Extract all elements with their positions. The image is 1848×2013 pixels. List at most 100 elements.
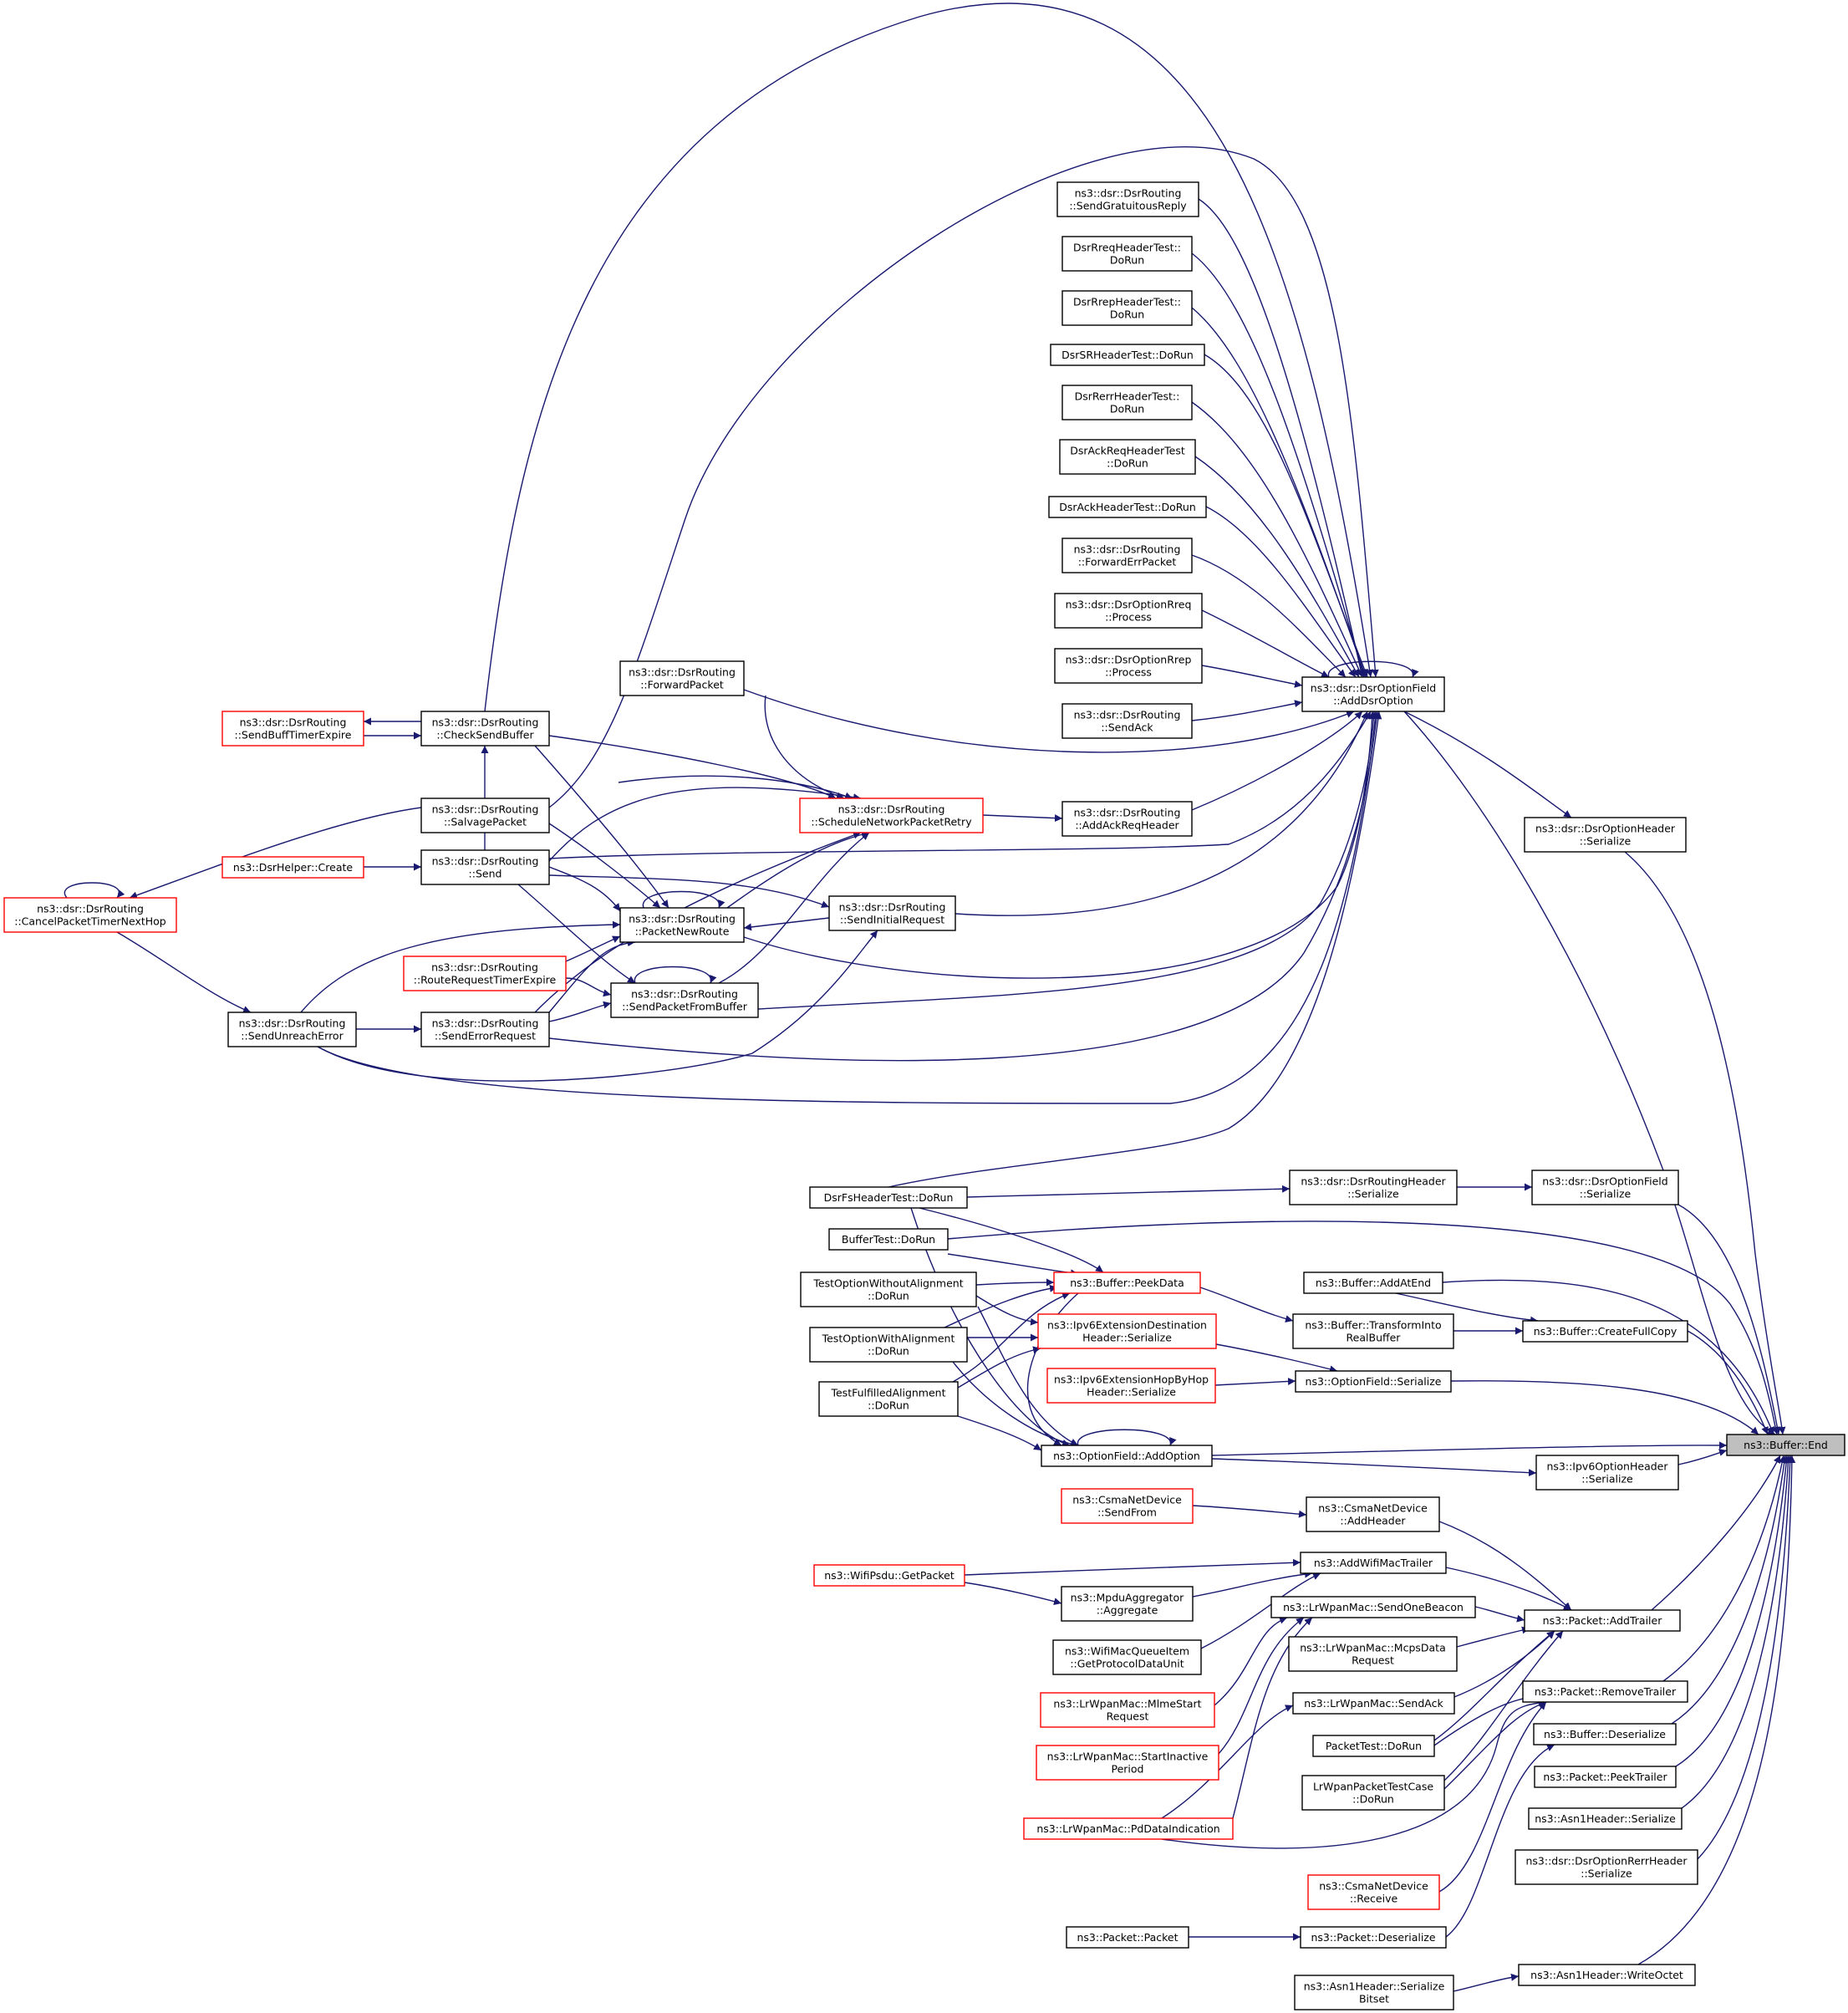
node-optHeaderSerialize[interactable]: ns3::dsr::DsrOptionHeader::Serialize — [1524, 817, 1687, 853]
node-testFulfilled[interactable]: TestFulfilledAlignment::DoRun — [818, 1381, 959, 1417]
node-dsrFsTest[interactable]: DsrFsHeaderTest::DoRun — [809, 1186, 968, 1209]
node-routingHeaderSerialize[interactable]: ns3::dsr::DsrRoutingHeader::Serialize — [1289, 1170, 1458, 1205]
node-routeReqTimer[interactable]: ns3::dsr::DsrRouting::RouteRequestTimerE… — [403, 956, 567, 991]
node-dsrSend[interactable]: ns3::dsr::DsrRouting::Send — [420, 849, 550, 885]
node-sendInitialReq[interactable]: ns3::dsr::DsrRouting::SendInitialRequest — [828, 895, 956, 931]
node-sendGratuitous[interactable]: ns3::dsr::DsrRouting::SendGratuitousRepl… — [1056, 181, 1199, 217]
edge-dsrSRTest-to-addDsrOption — [1204, 354, 1368, 678]
node-salvagePacket[interactable]: ns3::dsr::DsrRouting::SalvagePacket — [420, 798, 550, 833]
node-wifiPsduGetPacket[interactable]: ns3::WifiPsdu::GetPacket — [813, 1564, 965, 1587]
node-asn1WriteOctet[interactable]: ns3::Asn1Header::WriteOctet — [1518, 1964, 1696, 1986]
node-label: ns3::Buffer::AddAtEnd — [1316, 1277, 1431, 1289]
node-sendPktFromBuffer[interactable]: ns3::dsr::DsrRouting::SendPacketFromBuff… — [610, 982, 759, 1018]
node-bufferDeserialize[interactable]: ns3::Buffer::Deserialize — [1533, 1723, 1677, 1745]
node-box — [1294, 1975, 1454, 2010]
node-checkSendBuffer[interactable]: ns3::dsr::DsrRouting::CheckSendBuffer — [420, 711, 550, 747]
node-dsrSRTest[interactable]: DsrSRHeaderTest::DoRun — [1050, 344, 1205, 366]
node-ipv6HopSerialize[interactable]: ns3::Ipv6ExtensionHopByHopHeader::Serial… — [1046, 1368, 1216, 1404]
node-sendAck[interactable]: ns3::dsr::DsrRouting::SendAck — [1061, 703, 1193, 739]
node-addAtEnd[interactable]: ns3::Buffer::AddAtEnd — [1303, 1272, 1443, 1294]
edge-asn1Serialize-to-end — [1681, 1455, 1792, 1809]
edge-dsrAckTest-to-addDsrOption — [1205, 506, 1357, 678]
node-wifiMacQueueItem[interactable]: ns3::WifiMacQueueItem::GetProtocolDataUn… — [1052, 1639, 1202, 1675]
node-label: ::AddHeader — [1340, 1515, 1406, 1527]
edge-lrPdDataIndication-to-packetRemoveTrailer — [1161, 1699, 1547, 1849]
node-label: ::RouteRequestTimerExpire — [414, 974, 557, 986]
node-label: Header::Serialize — [1082, 1332, 1172, 1344]
node-optionFieldSerialize[interactable]: ns3::OptionField::Serialize — [1295, 1370, 1452, 1393]
node-label: ::SendGratuitousReply — [1069, 200, 1187, 212]
node-sendErrorReq[interactable]: ns3::dsr::DsrRouting::SendErrorRequest — [420, 1012, 550, 1047]
node-lrPdDataIndication[interactable]: ns3::LrWpanMac::PdDataIndication — [1023, 1817, 1234, 1840]
node-csmaSendFrom[interactable]: ns3::CsmaNetDevice::SendFrom — [1061, 1488, 1194, 1524]
node-createFullCopy[interactable]: ns3::Buffer::CreateFullCopy — [1522, 1320, 1688, 1343]
node-dsrHelperCreate[interactable]: ns3::DsrHelper::Create — [221, 856, 364, 879]
node-rrepProcess[interactable]: ns3::dsr::DsrOptionRrep::Process — [1054, 648, 1203, 684]
edge-dsrFsTest-to-addDsrOption — [888, 711, 1382, 1188]
node-box — [1056, 181, 1199, 217]
node-sendUnreachError[interactable]: ns3::dsr::DsrRouting::SendUnreachError — [227, 1012, 357, 1047]
node-label: ns3::CsmaNetDevice — [1319, 1880, 1428, 1893]
node-dsrAckTest[interactable]: DsrAckHeaderTest::DoRun — [1048, 496, 1207, 518]
node-label: DsrRerrHeaderTest:: — [1075, 390, 1180, 403]
node-box — [1306, 1496, 1440, 1532]
node-label: ns3::Buffer::PeekData — [1070, 1277, 1184, 1289]
node-optFieldSerialize[interactable]: ns3::dsr::DsrOptionField::Serialize — [1531, 1170, 1679, 1205]
node-peekData[interactable]: ns3::Buffer::PeekData — [1053, 1272, 1201, 1294]
node-asn1Serialize[interactable]: ns3::Asn1Header::Serialize — [1528, 1807, 1683, 1830]
edge-dsrSend-to-packetNewRoute — [548, 866, 621, 912]
node-testOptWith[interactable]: TestOptionWithAlignment::DoRun — [809, 1327, 968, 1363]
node-packetPacket[interactable]: ns3::Packet::Packet — [1066, 1926, 1189, 1949]
node-addDsrOption[interactable]: ns3::dsr::DsrOptionField::AddDsrOption — [1301, 676, 1445, 712]
node-mpduAggregate[interactable]: ns3::MpduAggregator::Aggregate — [1061, 1586, 1194, 1622]
node-label: ns3::OptionField::Serialize — [1306, 1375, 1442, 1388]
node-label: ns3::WifiMacQueueItem — [1065, 1645, 1189, 1658]
node-packetRemoveTrailer[interactable]: ns3::Packet::RemoveTrailer — [1522, 1680, 1688, 1703]
node-addAckReq[interactable]: ns3::dsr::DsrRouting::AddAckReqHeader — [1061, 801, 1193, 837]
node-rreqProcess[interactable]: ns3::dsr::DsrOptionRreq::Process — [1054, 593, 1203, 629]
node-scheduleRetry[interactable]: ns3::dsr::DsrRouting::ScheduleNetworkPac… — [799, 798, 984, 833]
node-optionFieldAddOption[interactable]: ns3::OptionField::AddOption — [1041, 1445, 1213, 1467]
node-addWifiMacTrailer[interactable]: ns3::AddWifiMacTrailer — [1300, 1552, 1447, 1574]
node-dsrRrepTest[interactable]: DsrRrepHeaderTest::DoRun — [1061, 290, 1193, 326]
node-label: ns3::CsmaNetDevice — [1072, 1494, 1182, 1506]
node-forwardPacket[interactable]: ns3::dsr::DsrRouting::ForwardPacket — [619, 660, 745, 696]
edge-testFulfilled-to-ipv6DestSerialize — [957, 1346, 1041, 1389]
node-packetTest[interactable]: PacketTest::DoRun — [1312, 1735, 1435, 1757]
node-end[interactable]: ns3::Buffer::End — [1726, 1434, 1845, 1456]
node-box — [1292, 1692, 1455, 1715]
node-testOptWithout[interactable]: TestOptionWithoutAlignment::DoRun — [800, 1272, 977, 1307]
node-packetNewRoute[interactable]: ns3::dsr::DsrRouting::PacketNewRoute — [619, 907, 745, 943]
node-box — [1528, 1807, 1683, 1830]
node-packetAddTrailer[interactable]: ns3::Packet::AddTrailer — [1524, 1609, 1681, 1632]
node-box — [1295, 1370, 1452, 1393]
node-sendBuffTimer[interactable]: ns3::dsr::DsrRouting::SendBuffTimerExpir… — [221, 711, 364, 747]
node-lrSendOneBeacon[interactable]: ns3::LrWpanMac::SendOneBeacon — [1270, 1596, 1476, 1618]
edge-testOptWithout-to-peekData — [975, 1278, 1055, 1287]
node-label: ns3::dsr::DsrRouting — [240, 716, 347, 729]
node-lrSendAck[interactable]: ns3::LrWpanMac::SendAck — [1292, 1692, 1455, 1715]
node-ipv6DestSerialize[interactable]: ns3::Ipv6ExtensionDestinationHeader::Ser… — [1037, 1313, 1217, 1349]
edge-sendErrorReq-to-addDsrOption — [548, 711, 1379, 1062]
node-label: ns3::dsr::DsrOptionRreq — [1066, 599, 1192, 611]
node-rerrHeaderSerialize[interactable]: ns3::dsr::DsrOptionRerrHeader::Serialize — [1515, 1849, 1698, 1885]
node-forwardErr[interactable]: ns3::dsr::DsrRouting::ForwardErrPacket — [1061, 538, 1193, 573]
node-lrPacketTestCase[interactable]: LrWpanPacketTestCase::DoRun — [1301, 1775, 1445, 1811]
node-dsrRerrTest[interactable]: DsrRerrHeaderTest::DoRun — [1061, 385, 1193, 420]
node-ipv6OptHeaderSerialize[interactable]: ns3::Ipv6OptionHeader::Serialize — [1535, 1455, 1679, 1491]
node-packetDeserialize[interactable]: ns3::Packet::Deserialize — [1300, 1926, 1447, 1949]
edge-dsrFsTest-to-optionFieldAddOption — [910, 1207, 1071, 1447]
node-packetPeekTrailer[interactable]: ns3::Packet::PeekTrailer — [1534, 1766, 1677, 1788]
edge-lrPacketTestCase-to-packetAddTrailer — [1443, 1630, 1564, 1781]
node-dsrAckReqTest[interactable]: DsrAckReqHeaderTest::DoRun — [1059, 439, 1196, 475]
node-dsrRreqTest[interactable]: DsrRreqHeaderTest::DoRun — [1061, 236, 1193, 272]
node-csmaReceive[interactable]: ns3::CsmaNetDevice::Receive — [1307, 1874, 1440, 1910]
node-csmaAddHeader[interactable]: ns3::CsmaNetDevice::AddHeader — [1306, 1496, 1440, 1532]
node-bufferTest[interactable]: BufferTest::DoRun — [828, 1228, 949, 1251]
node-cancelPacketTimer[interactable]: ns3::dsr::DsrRouting::CancelPacketTimerN… — [3, 897, 177, 933]
